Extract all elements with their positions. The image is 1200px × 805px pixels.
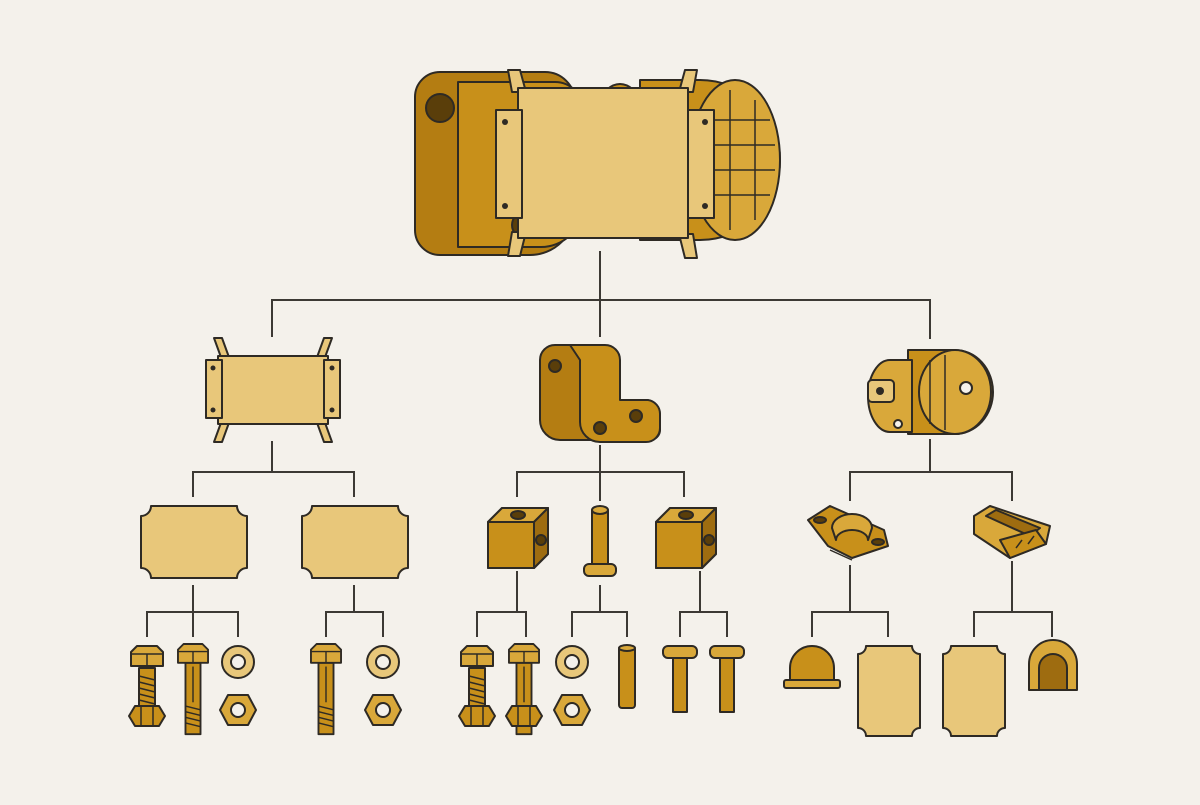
motor-housing-icon — [867, 349, 994, 435]
hex-nut-icon — [505, 705, 543, 727]
pin-icon — [583, 505, 617, 577]
short-bolt-icon — [460, 645, 494, 715]
washer-icon — [366, 645, 400, 679]
mounting-frame-icon — [205, 337, 341, 443]
connector-lines — [146, 251, 1053, 637]
washer-icon — [221, 645, 255, 679]
long-bolt-icon — [176, 643, 210, 736]
latch-clip-icon — [973, 505, 1051, 559]
hex-nut-icon — [219, 694, 257, 726]
arch-cap-icon — [1028, 639, 1078, 691]
notched-plate-icon — [857, 645, 921, 737]
bracket-icon — [539, 344, 662, 443]
dome-cap-icon — [783, 645, 841, 689]
clevis-pin-icon — [709, 645, 745, 713]
notched-plate-icon — [301, 505, 409, 579]
dowel-pin-icon — [618, 644, 636, 709]
drilled-block-icon — [655, 507, 717, 569]
hex-nut-icon — [128, 705, 166, 727]
drilled-block-icon — [487, 507, 549, 569]
notched-plate-icon — [942, 645, 1006, 737]
saddle-clip-icon — [807, 505, 889, 561]
hex-nut-icon — [553, 694, 591, 726]
full-assembly-icon — [414, 69, 781, 259]
clevis-pin-icon — [662, 645, 698, 713]
hex-nut-icon — [458, 705, 496, 727]
hex-nut-icon — [364, 694, 402, 726]
short-bolt-icon — [130, 645, 164, 715]
long-bolt-icon — [309, 643, 343, 736]
washer-icon — [555, 645, 589, 679]
notched-plate-icon — [140, 505, 248, 579]
